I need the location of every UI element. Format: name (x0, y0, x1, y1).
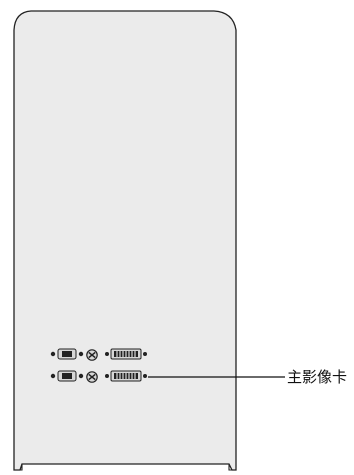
screw-icon (86, 349, 98, 361)
dvi-port-icon (105, 348, 147, 360)
rear-port-panel (50, 348, 147, 383)
port-row-bottom (50, 370, 147, 383)
case-bottom-edge (14, 463, 236, 471)
case-body (13, 10, 237, 471)
main-graphics-card-label: 主影像卡 (287, 368, 348, 386)
screw-icon (86, 371, 98, 383)
vga-port-icon (50, 370, 84, 382)
vga-port-icon (50, 348, 84, 360)
dvi-port-icon (105, 370, 147, 382)
port-row-top (50, 348, 147, 361)
computer-case (13, 10, 237, 471)
